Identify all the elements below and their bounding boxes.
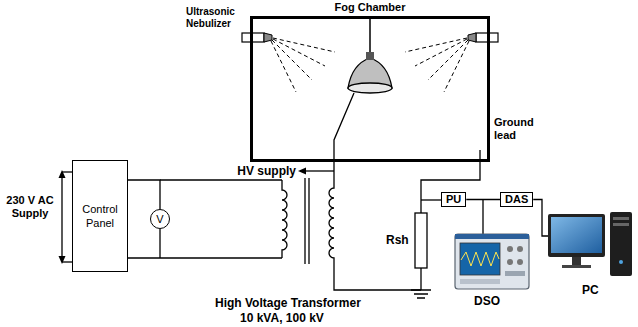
dso-knob (517, 246, 523, 252)
pc-tower (610, 212, 632, 276)
ground-bar (414, 293, 428, 295)
wire-connector (466, 199, 500, 200)
hv-arrow (304, 170, 334, 171)
nebulizer-nozzle (264, 33, 272, 42)
wire-line (128, 180, 160, 209)
transformer-core (308, 178, 309, 264)
dso-knob (507, 259, 513, 265)
nebulizer-label: Ultrasonic Nebulizer (186, 6, 246, 30)
supply-wire (62, 261, 72, 262)
dso-screen (460, 243, 500, 275)
device-label: PC (582, 283, 599, 297)
drive-bay (613, 217, 629, 220)
dso-buttons (460, 279, 500, 284)
supply-wire (62, 171, 72, 172)
monitor-stand (572, 257, 581, 265)
monitor-frame (548, 214, 605, 257)
monitor-screen (551, 217, 602, 253)
transformer-core (304, 178, 305, 264)
supply-label: 230 V AC Supply (1, 194, 59, 220)
control-panel-box: Control Panel (72, 160, 128, 272)
dso-knob (507, 246, 513, 252)
wire (160, 179, 282, 180)
arrow-head (59, 170, 66, 178)
arrow-shaft (61, 176, 62, 258)
node-text: V (156, 213, 163, 225)
node-text: Fog Chamber (253, 1, 487, 13)
transformer-label: High Voltage Transformer (215, 296, 361, 310)
spray-line (428, 40, 468, 80)
supply-arrow (62, 172, 72, 262)
nebulizer-body (242, 33, 264, 42)
dso-buttons (505, 271, 525, 276)
process-box: PU (441, 192, 466, 207)
wire (159, 229, 160, 258)
wire-connector (128, 180, 160, 209)
secondary-coil (329, 180, 334, 262)
process-box: DAS (500, 192, 533, 207)
ground-bar (411, 289, 431, 291)
drive-bay (613, 223, 629, 226)
rating-label: 10 kVA, 100 kV (240, 311, 324, 325)
wire-line (466, 199, 500, 200)
nebulizer (242, 33, 498, 42)
power-led (619, 260, 623, 264)
nebulizer-body (476, 33, 498, 42)
spray-line (272, 40, 312, 80)
primary-wires (128, 93, 421, 290)
wire (533, 200, 548, 237)
ground-bar (417, 297, 425, 299)
computer-icon (548, 212, 632, 276)
spray-line (271, 41, 296, 92)
wire (421, 199, 441, 200)
hv-supply-label: HV supply (237, 164, 296, 178)
resistor-label: Rsh (386, 233, 409, 247)
dso-band (455, 234, 529, 239)
measurement-wires (421, 150, 548, 290)
dso-knob (517, 259, 523, 265)
dso-wave (461, 252, 499, 266)
ground-lead-label: Ground lead (494, 116, 550, 142)
insulator-rim (348, 83, 392, 93)
node-text: PU (446, 193, 461, 206)
node-text: Control Panel (75, 202, 125, 230)
primary-coil (282, 180, 287, 258)
node-text: DAS (505, 193, 528, 206)
hv-arrow-head (298, 168, 306, 175)
wire (420, 268, 421, 290)
shunt-resistor (415, 213, 427, 268)
hv-wire (334, 93, 354, 180)
dso-body (455, 234, 529, 289)
fog-chamber: Fog Chamber (250, 16, 490, 162)
monitor-base (562, 265, 591, 268)
spray-line (444, 41, 469, 92)
insulator-cap (366, 52, 374, 60)
wire (482, 200, 483, 234)
oscilloscope-icon (455, 234, 529, 289)
nebulizer-nozzle (468, 33, 476, 42)
fog-spray (271, 38, 469, 92)
ground-symbol (411, 290, 431, 298)
wire (128, 257, 282, 258)
voltmeter-symbol: V (150, 209, 170, 229)
arrow-head (59, 256, 66, 264)
device-label: DSO (474, 294, 500, 308)
return-wire (334, 262, 421, 290)
